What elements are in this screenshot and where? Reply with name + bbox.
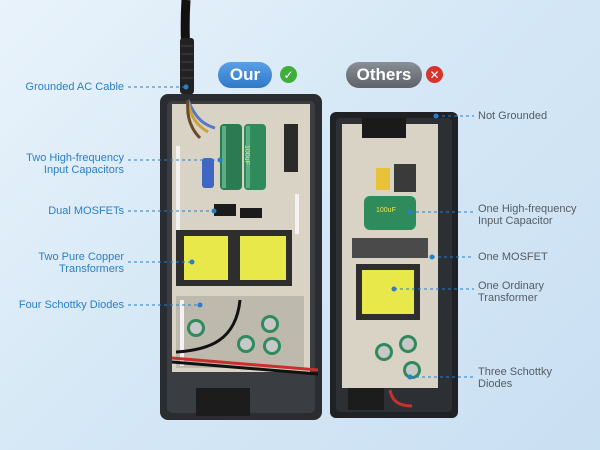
label-one-mosfet: One MOSFET xyxy=(478,251,548,263)
right-capacitor-marking: 100uF xyxy=(376,207,396,214)
label-two-transformers: Two Pure Copper Transformers xyxy=(38,251,124,275)
mosfet-1 xyxy=(214,204,236,216)
label-not-grounded: Not Grounded xyxy=(478,110,548,122)
cable-strain-relief xyxy=(180,38,194,94)
left-capacitor-marking: 100uF xyxy=(243,145,250,165)
transformer-2 xyxy=(240,236,286,280)
label-three-schottky-diodes: Three Schottky Diodes xyxy=(478,366,552,390)
label-one-transformer: One Ordinary Transformer xyxy=(478,280,545,304)
transformer-1 xyxy=(184,236,228,280)
right-callout-dots xyxy=(391,113,439,380)
label-grounded-ac-cable: Grounded AC Cable xyxy=(25,81,124,93)
label-one-input-capacitor: One High-frequency Input Capacitor xyxy=(478,203,577,227)
cross-icon: ✕ xyxy=(426,66,443,83)
mosfet-2 xyxy=(240,208,262,218)
other-unit xyxy=(330,112,458,418)
checkmark-icon: ✓ xyxy=(280,66,297,83)
our-badge-pill: Our xyxy=(218,62,272,88)
others-label: Others xyxy=(356,65,412,84)
our-unit xyxy=(160,94,322,420)
right-callouts xyxy=(394,115,474,378)
label-dual-mosfets: Dual MOSFETs xyxy=(48,205,124,217)
left-callout-dots xyxy=(183,84,223,308)
input-capacitor-single xyxy=(364,196,416,230)
our-label: Our xyxy=(229,65,261,84)
left-callouts xyxy=(128,86,220,306)
mosfet-single xyxy=(352,238,428,258)
label-four-schottky-diodes: Four Schottky Diodes xyxy=(18,299,124,311)
transformer-single xyxy=(362,270,414,314)
label-two-input-capacitors: Two High-frequency Input Capacitors xyxy=(26,152,124,176)
others-badge-pill: Others xyxy=(346,62,422,88)
